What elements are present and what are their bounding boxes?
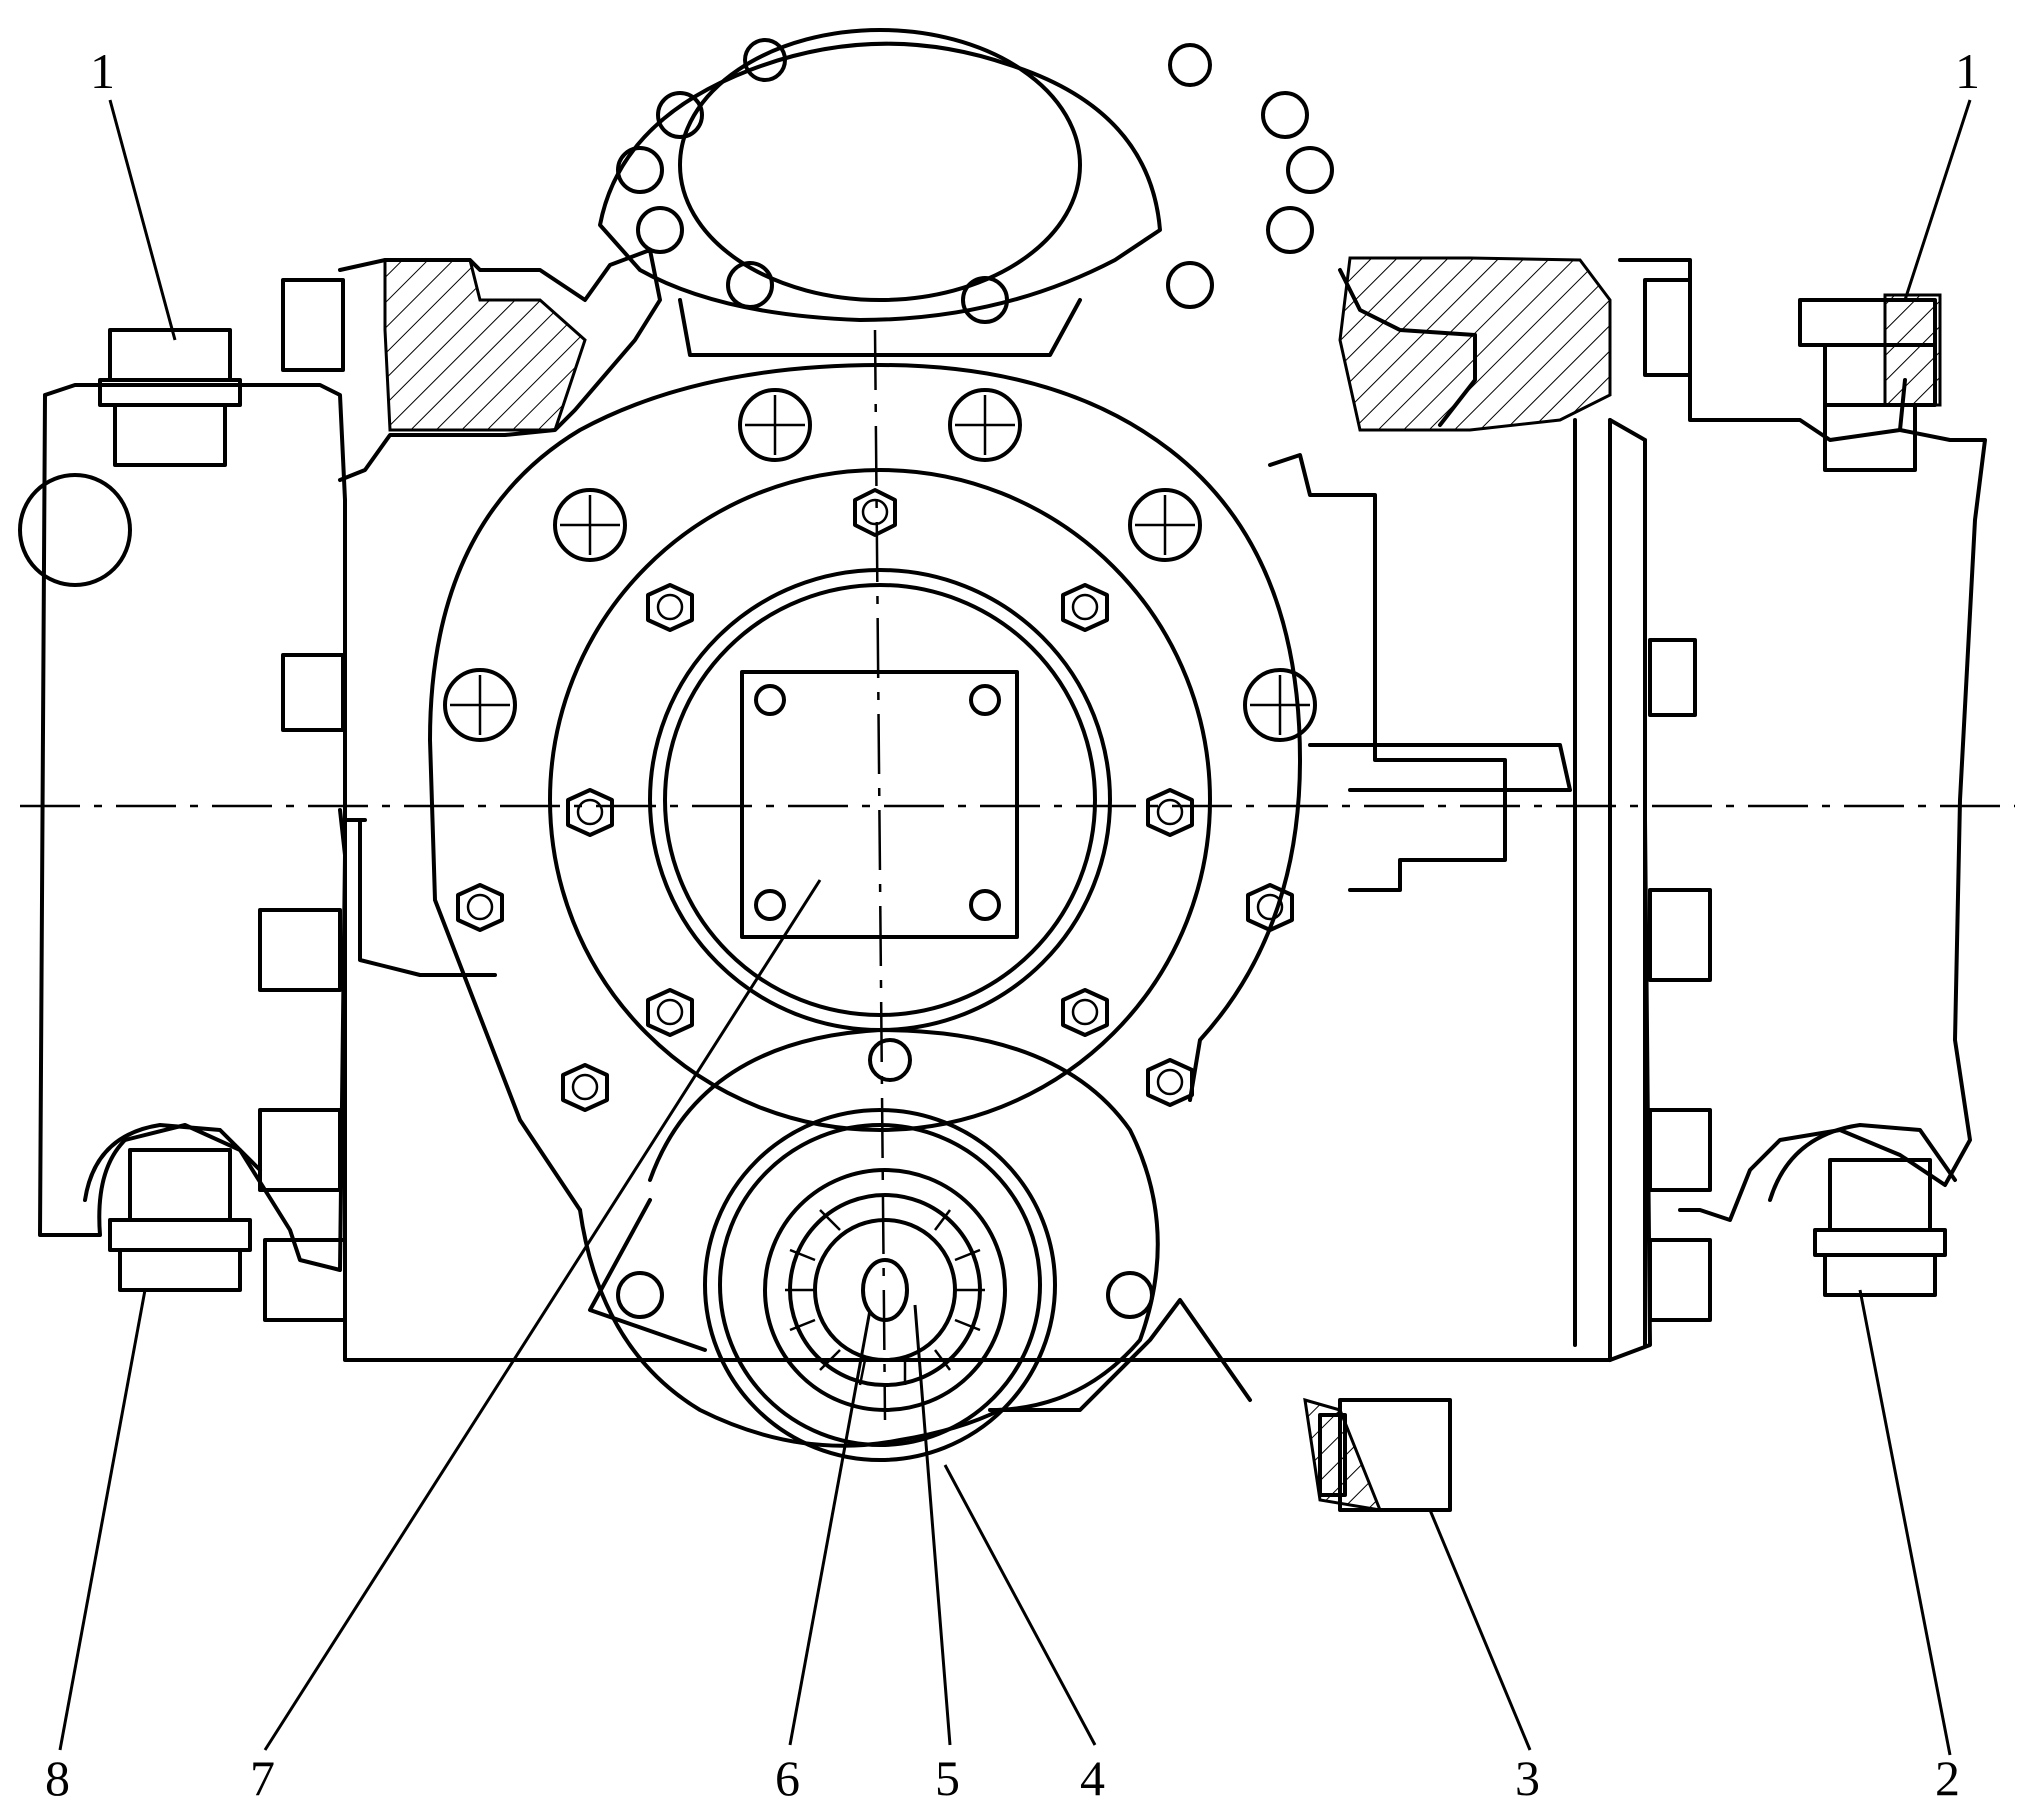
corner-bolt-top-right (1798, 293, 1942, 472)
top-cover-bolts (616, 38, 1334, 324)
main-flange (428, 363, 1302, 1102)
lower-housing-right (998, 1298, 1252, 1412)
left-side-bolts (258, 278, 347, 1322)
right-bracket (1268, 453, 1507, 892)
callout-3: 3 (1515, 1750, 1540, 1806)
bolt-circle-ring (548, 468, 1212, 1132)
corner-bolt-bottom-left (83, 1123, 262, 1292)
top-cover-outline (598, 41, 1162, 322)
bearing-cover-inner (663, 583, 1097, 1017)
frame-mid-bar (343, 818, 497, 977)
shaft-key (861, 1258, 909, 1322)
right-side-bolts (1643, 278, 1712, 1322)
housing-right-outline (1678, 428, 1987, 1222)
corner-bolt-bottom-right (1768, 1123, 1957, 1297)
drain-plug (1303, 1397, 1452, 1512)
lower-pump-housing (648, 1028, 1160, 1412)
callout-1-left: 1 (90, 43, 115, 99)
spline-teeth (785, 1209, 985, 1386)
top-right-casting (1338, 258, 1907, 442)
square-plate-screws (754, 684, 1001, 921)
frame-right-wall (1608, 818, 1652, 1362)
flange-bolts (456, 488, 1294, 1112)
vertical-centerline (873, 329, 887, 1421)
pump-bolts (616, 1038, 1154, 1319)
housing-left-outline (38, 383, 347, 1272)
leader-lines (58, 99, 1972, 1756)
callout-2: 2 (1935, 1750, 1960, 1806)
corner-bolt-top-left (18, 328, 242, 587)
left-section-hatch (383, 258, 587, 432)
top-cover-base (678, 298, 1082, 357)
outer-bolts (443, 388, 1317, 742)
square-cover-plate (740, 670, 1019, 939)
main-flange-lower-left (428, 738, 582, 1212)
frame-left-wall (343, 418, 1612, 1362)
right-shaft (1308, 743, 1572, 792)
top-cover-plate (678, 28, 1082, 302)
splined-hub-outer (763, 1168, 1007, 1412)
callout-7: 7 (250, 1750, 275, 1806)
callout-6: 6 (775, 1750, 800, 1806)
callout-8: 8 (45, 1750, 70, 1806)
gear-outer-ring (703, 1108, 1057, 1462)
callout-4: 4 (1080, 1750, 1105, 1806)
callout-5: 5 (935, 1750, 960, 1806)
callout-1-right: 1 (1955, 43, 1980, 99)
top-left-casting (338, 248, 662, 482)
lower-housing-lug (588, 1198, 707, 1352)
gear-inner-ring (718, 1123, 1042, 1447)
